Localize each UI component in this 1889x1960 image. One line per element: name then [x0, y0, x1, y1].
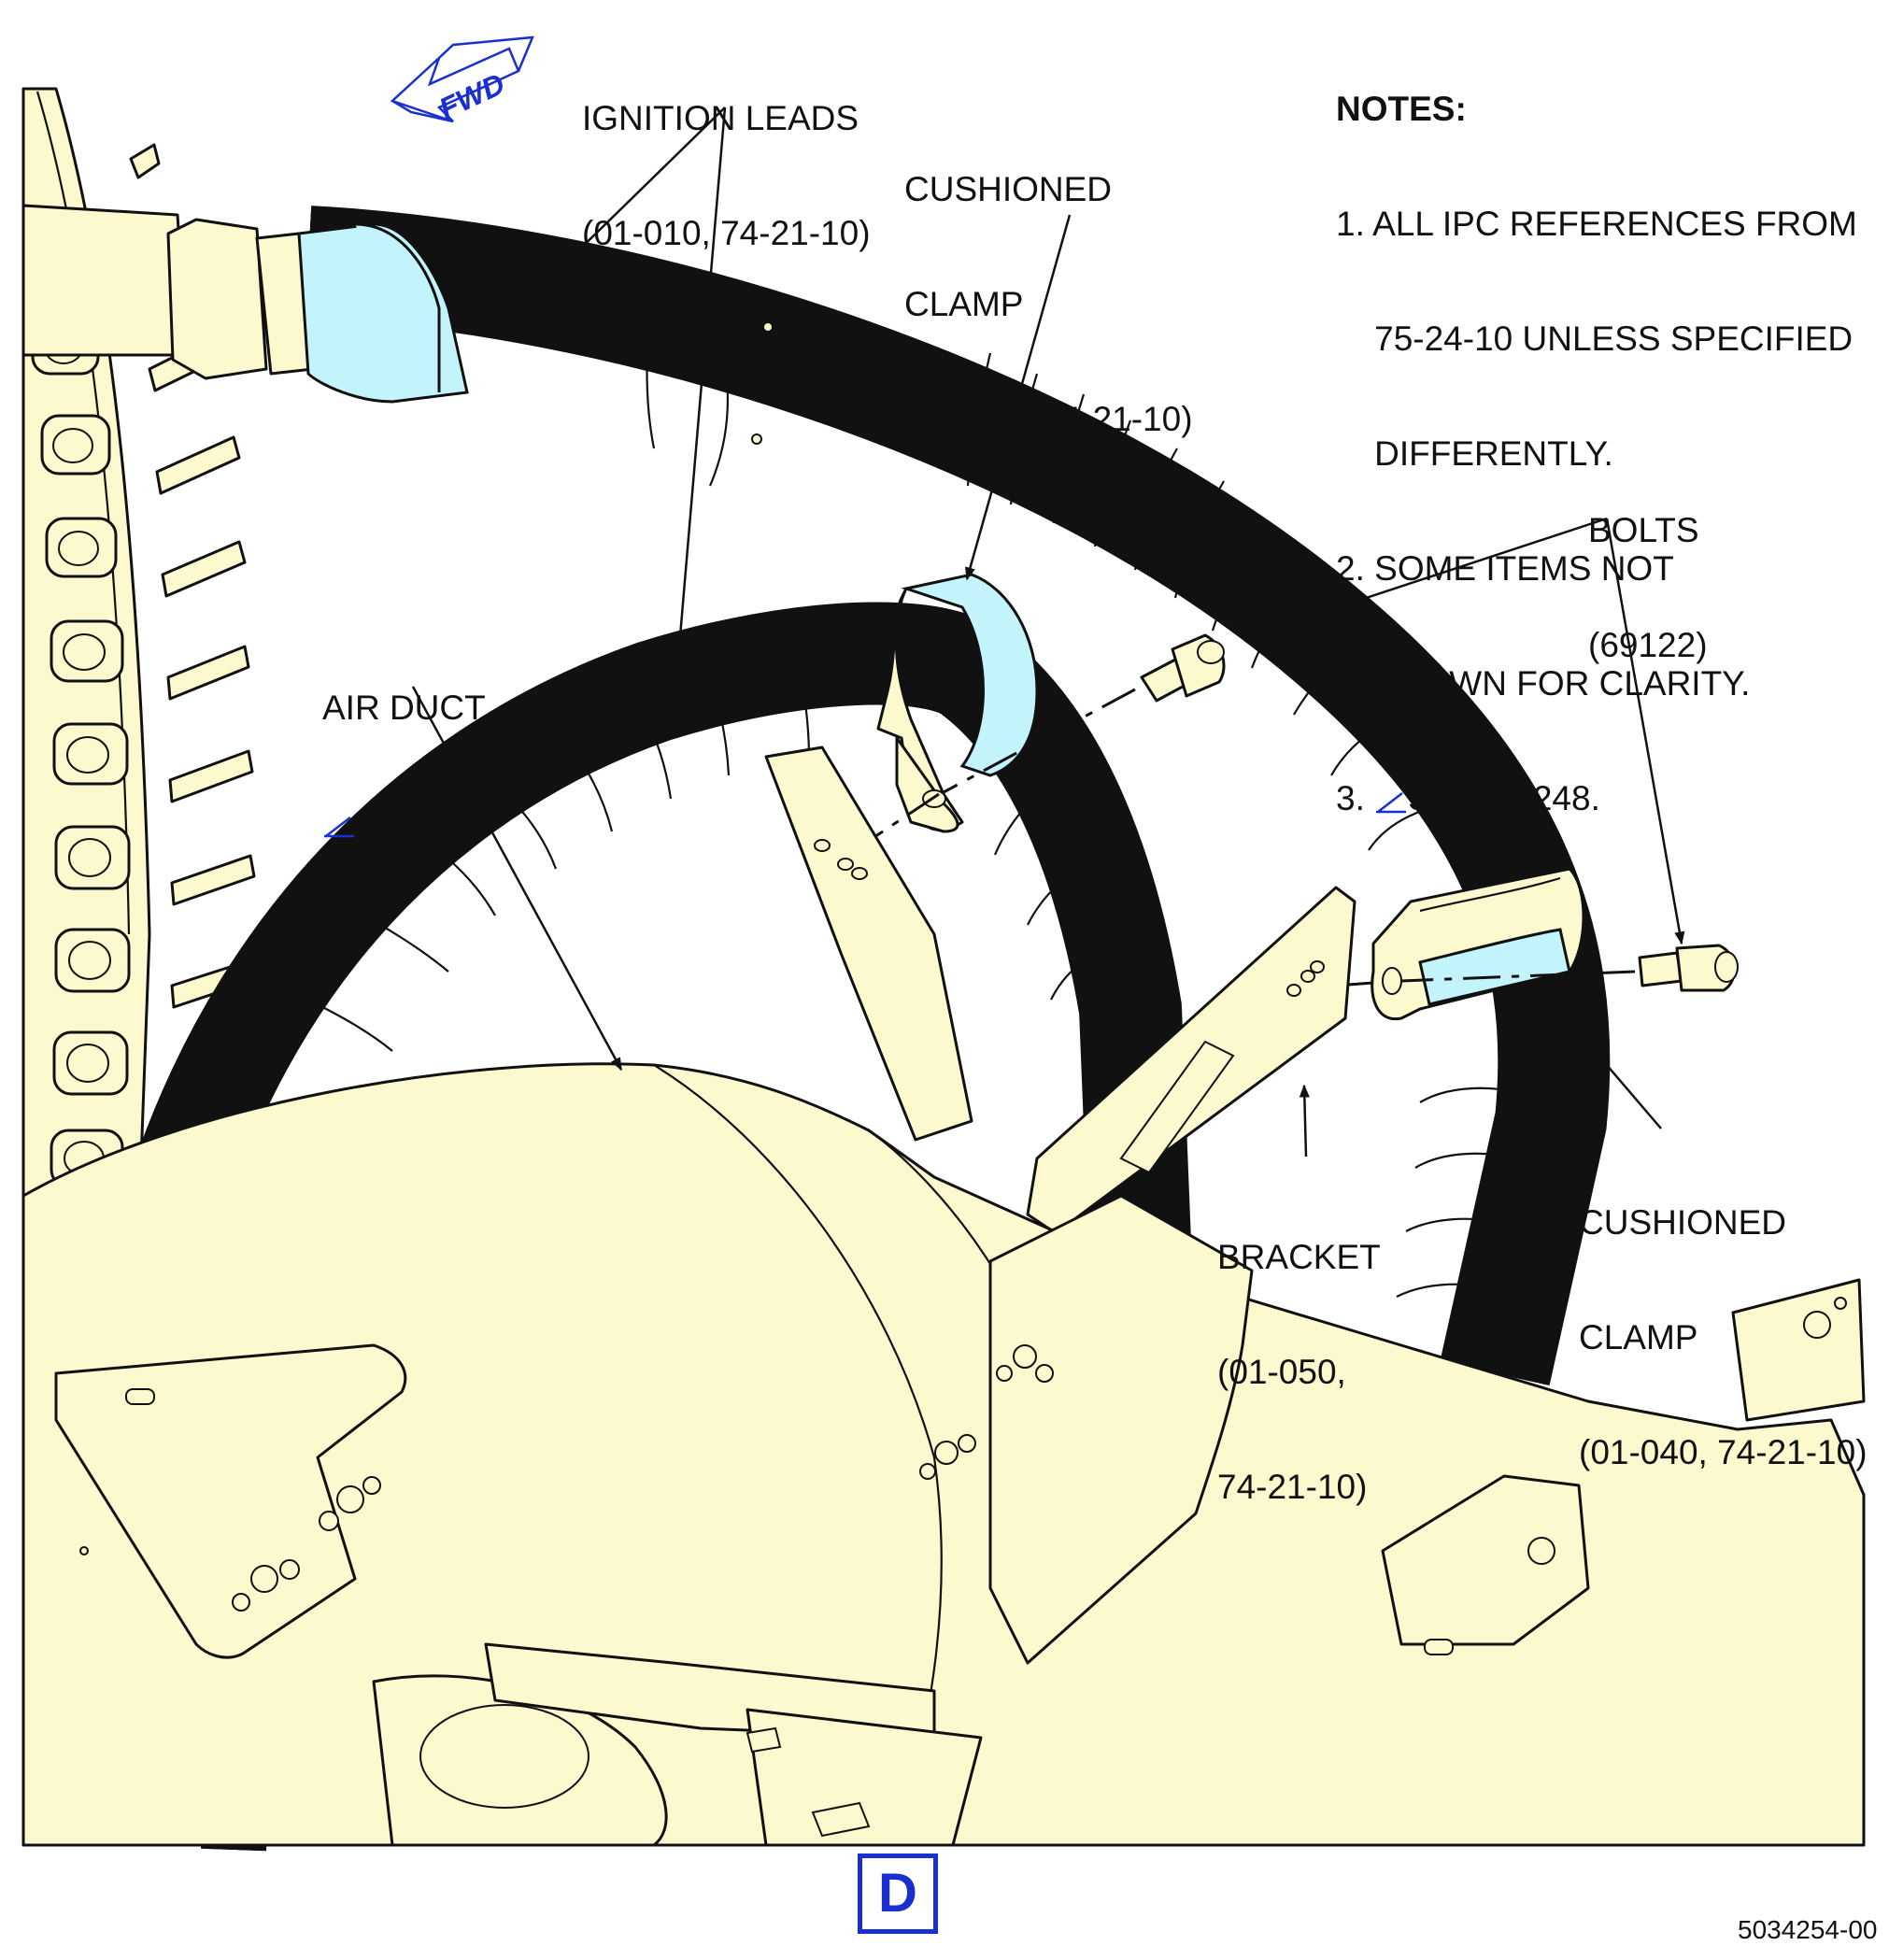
label-ignition-leads: IGNITION LEADS (01-010, 74-21-10)	[582, 22, 871, 291]
label-line: (69122)	[1588, 626, 1708, 664]
label-line: BOLTS	[1588, 511, 1699, 549]
note-line: 2. SOME ITEMS NOT	[1336, 549, 1674, 588]
note-line: DIFFERENTLY.	[1336, 434, 1613, 473]
note-line: 3. SB 72-0248.	[1336, 779, 1857, 817]
note-line: 75-24-10 UNLESS SPECIFIED	[1336, 320, 1853, 358]
label-bracket: BRACKET (01-050, 74-21-10)	[1217, 1161, 1381, 1544]
bolt-lower	[1638, 944, 1739, 992]
label-line: CUSHIONED	[904, 170, 1113, 208]
bracket-main	[1026, 886, 1356, 1235]
figure-id: 5034254-00	[1738, 1915, 1878, 1944]
label-line: (10-010)	[322, 803, 487, 842]
air-duct-ref: (10-010)	[356, 803, 487, 842]
duct-mount-plates	[54, 1194, 1866, 1665]
bolt-upper	[1140, 633, 1226, 703]
duct-lower-details	[372, 1642, 983, 1847]
notes-block: NOTES: 1. ALL IPC REFERENCES FROM 75-24-…	[1336, 13, 1857, 856]
label-line: BRACKET	[1217, 1238, 1381, 1276]
label-air-duct: AIR DUCT (10-010)	[322, 612, 487, 880]
notes-title: NOTES:	[1336, 90, 1467, 128]
cushioned-clamp-upper	[876, 573, 1039, 833]
label-line: (01-050,	[1217, 1353, 1346, 1391]
note-line: SHOWN FOR CLARITY.	[1336, 664, 1751, 703]
effectivity-triangle-icon	[1374, 788, 1408, 814]
view-letter-box: D	[858, 1853, 938, 1934]
bracket-upper	[764, 746, 973, 1142]
label-line: (01-010, 74-21-10)	[582, 214, 871, 252]
label-line: 74-21-10)	[1217, 1468, 1368, 1506]
label-line: AIR DUCT	[322, 689, 486, 727]
label-line: (01-040, 74-21-10)	[904, 400, 1193, 438]
fwd-arrow-label: FWD	[433, 66, 509, 125]
label-line: IGNITION LEADS	[582, 99, 859, 137]
leader-lines	[411, 107, 1685, 1158]
label-line: CLAMP	[1579, 1318, 1698, 1356]
note-number: 3.	[1336, 779, 1375, 817]
label-line: CLAMP	[904, 285, 1024, 323]
view-letter: D	[878, 1863, 917, 1924]
note-sb-ref: SB 72-0248.	[1408, 779, 1600, 817]
effectivity-triangle-icon	[322, 812, 356, 838]
fwd-arrow-icon: FWD	[390, 36, 534, 126]
note-line: 1. ALL IPC REFERENCES FROM	[1336, 205, 1857, 243]
label-bolts: BOLTS (69122)	[1588, 434, 1708, 703]
label-cushioned-clamp-lower: CUSHIONED CLAMP (01-040, 74-21-10)	[1579, 1127, 1868, 1510]
label-line: (01-040, 74-21-10)	[1579, 1433, 1868, 1471]
label-cushioned-clamp-upper: CUSHIONED CLAMP (01-040, 74-21-10)	[904, 93, 1193, 476]
label-line: CUSHIONED	[1579, 1203, 1787, 1242]
ignition-connector	[21, 204, 469, 404]
